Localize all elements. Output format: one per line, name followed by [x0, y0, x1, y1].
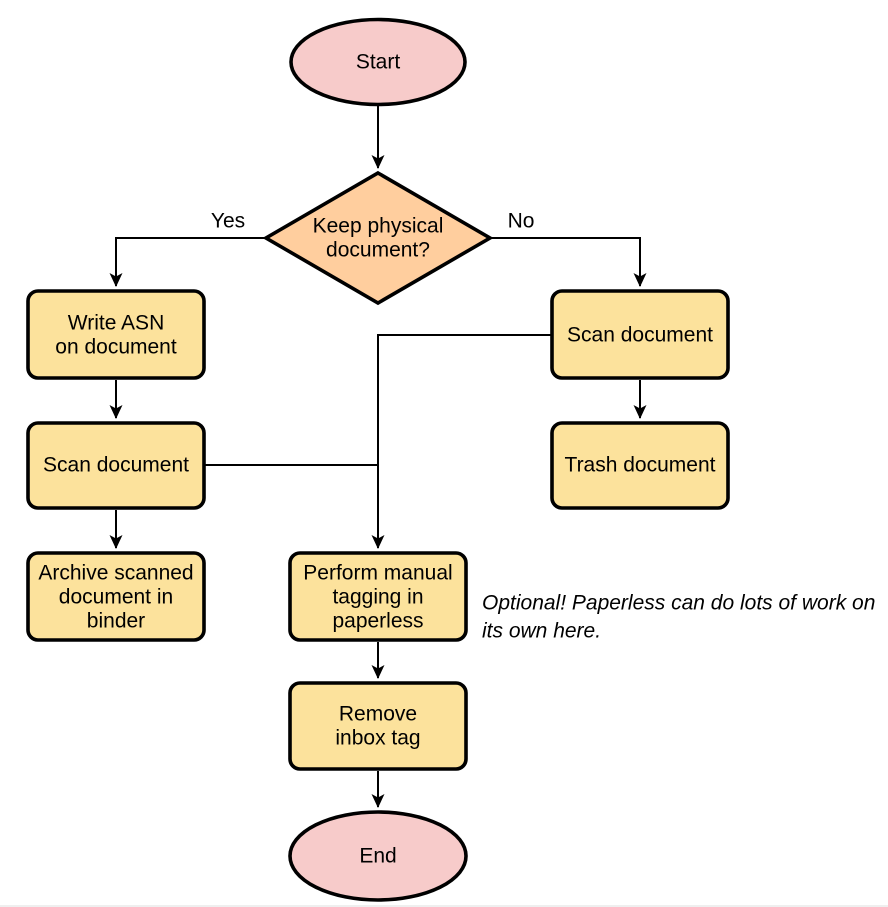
edge-scanright-to-perform: [371, 334, 552, 549]
remove-label-line2: inbox tag: [335, 727, 420, 750]
edge-decision-no: [490, 237, 647, 287]
node-write-asn: Write ASN on document: [26, 289, 206, 380]
node-remove-inbox-tag: Remove inbox tag: [288, 681, 468, 771]
start-label: Start: [356, 51, 401, 74]
write-asn-label-line2: on document: [55, 336, 177, 359]
annotation-line2: its own here.: [482, 620, 601, 643]
end-label: End: [359, 845, 396, 868]
end-terminal-shape: [288, 810, 468, 902]
start-terminal-shape: [289, 17, 467, 107]
write-asn-label-line1: Write ASN: [68, 312, 164, 335]
decision-label-line1: Keep physical: [313, 215, 444, 238]
perform-process-shape: [288, 551, 468, 642]
perform-label-line3: paperless: [332, 610, 423, 633]
node-trash-document: Trash document: [550, 421, 730, 510]
scan-right-label: Scan document: [567, 324, 713, 347]
node-end: End: [288, 810, 468, 902]
scan-left-process-shape: [26, 421, 206, 510]
edge-label-yes: Yes: [211, 210, 245, 233]
node-scan-document-right: Scan document: [550, 289, 730, 380]
edges: [109, 106, 647, 808]
annotation-optional-note: Optional! Paperless can do lots of work …: [482, 592, 875, 643]
node-archive-scanned: Archive scanned document in binder: [26, 551, 206, 642]
remove-process-shape: [288, 681, 468, 771]
edge-label-no: No: [508, 210, 535, 233]
node-scan-document-left: Scan document: [26, 421, 206, 510]
node-start: Start: [289, 17, 467, 107]
archive-label-line2: document in: [59, 586, 173, 609]
archive-label-line1: Archive scanned: [38, 562, 193, 585]
perform-label-line1: Perform manual: [303, 562, 452, 585]
remove-label-line1: Remove: [339, 703, 417, 726]
decision-label-line2: document?: [326, 239, 430, 262]
scan-left-label: Scan document: [43, 454, 189, 477]
annotation-line1: Optional! Paperless can do lots of work …: [482, 592, 875, 615]
trash-process-shape: [550, 421, 730, 510]
edge-decision-yes: [109, 237, 266, 287]
node-decision-keep-physical: Keep physical document?: [262, 170, 494, 306]
perform-label-line2: tagging in: [332, 586, 423, 609]
trash-label: Trash document: [565, 454, 716, 477]
archive-process-shape: [26, 551, 206, 642]
node-perform-tagging: Perform manual tagging in paperless: [288, 551, 468, 642]
write-asn-process-shape: [26, 289, 206, 380]
decision-diamond-shape: [262, 170, 494, 306]
archive-label-line3: binder: [87, 610, 145, 633]
scan-right-process-shape: [550, 289, 730, 380]
